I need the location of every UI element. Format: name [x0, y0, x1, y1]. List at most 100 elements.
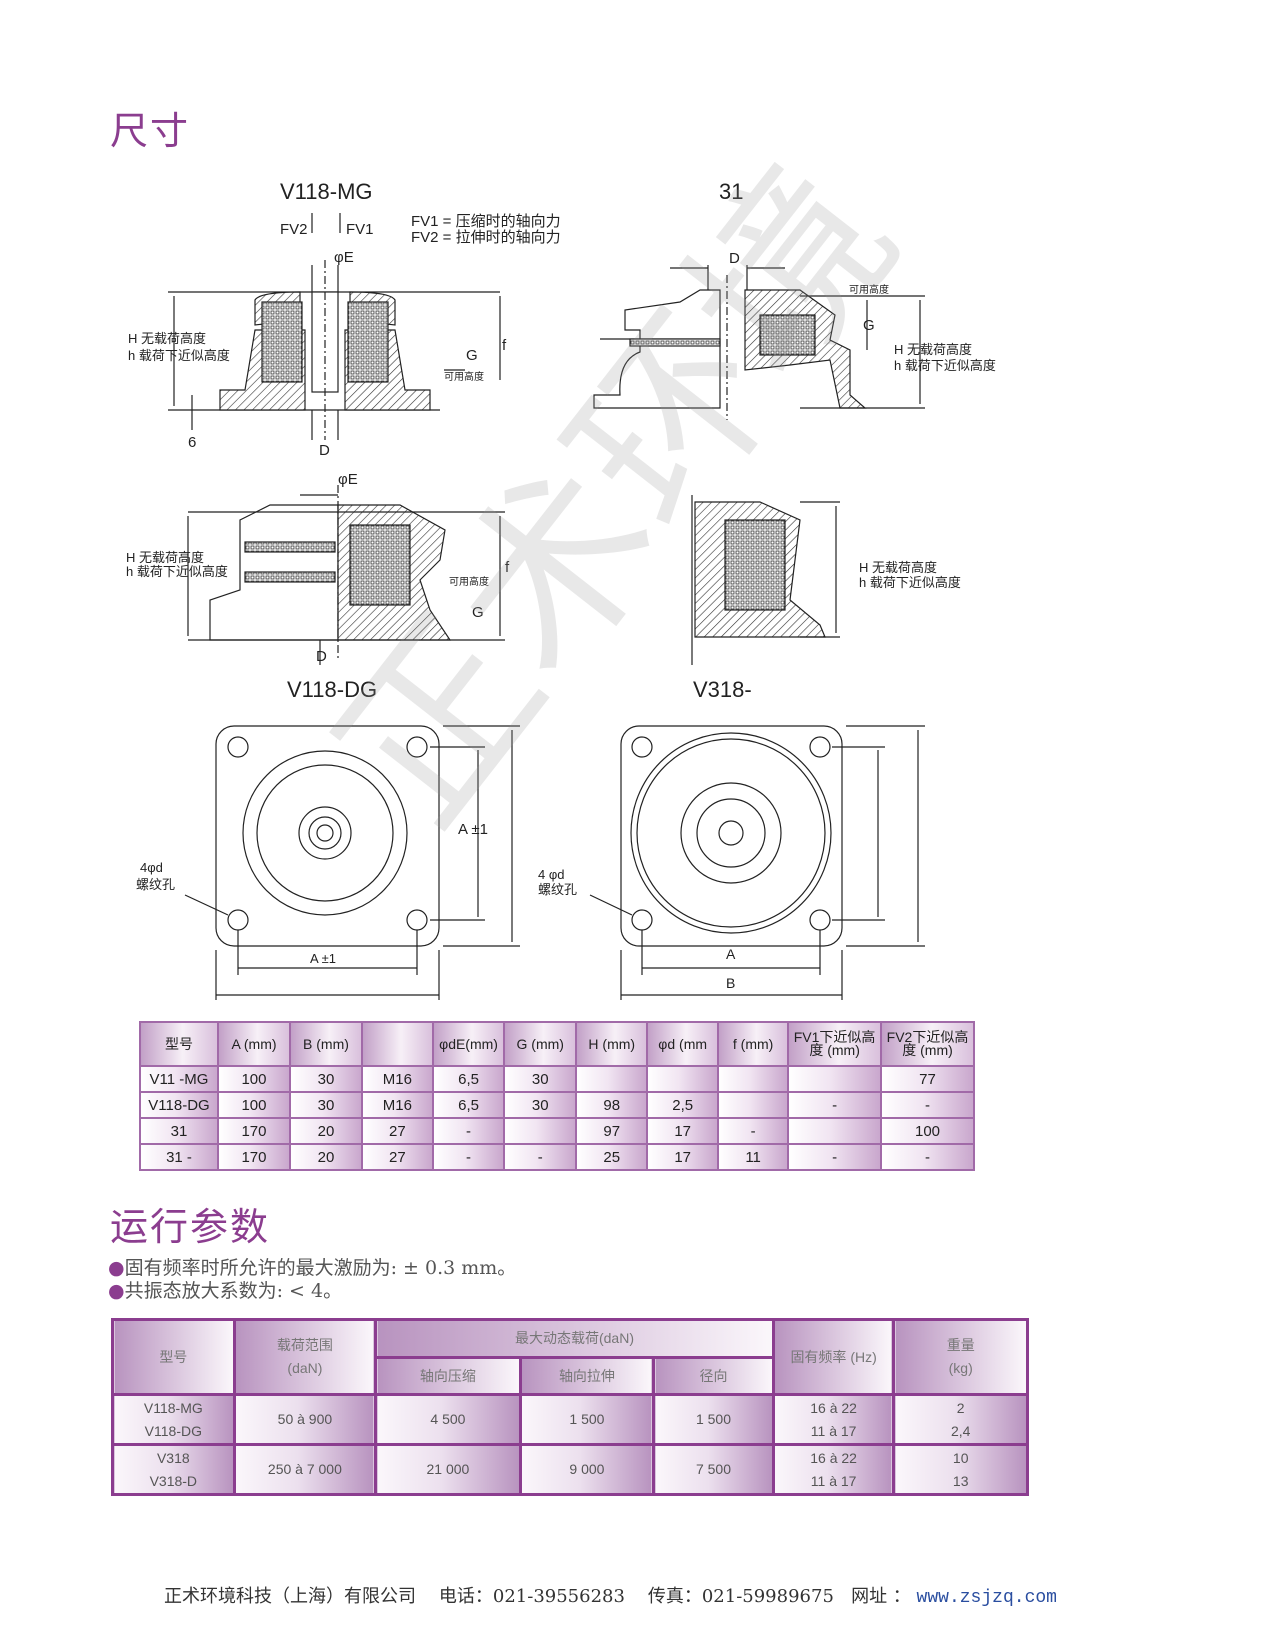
- table-cell: 6,5: [431, 1091, 506, 1119]
- cell-load: 50 à 900: [232, 1393, 378, 1446]
- label-4phid: 4φd: [140, 860, 163, 875]
- table-cell: 170: [217, 1143, 291, 1171]
- table-cell: 170: [217, 1117, 291, 1145]
- column-header: A (mm): [217, 1021, 291, 1067]
- label-A-pm1: A ±1: [458, 821, 488, 838]
- table-cell: [717, 1065, 790, 1093]
- label-D: D: [316, 648, 327, 665]
- operating-params-table: 型号 载荷范围(daN) 最大动态载荷(daN) 固有频率 (Hz) 重量(kg…: [111, 1318, 1029, 1496]
- table-cell: -: [717, 1117, 790, 1145]
- label-thread-hole: 螺纹孔: [136, 877, 175, 892]
- cell-radial: 7 500: [652, 1443, 775, 1496]
- v118-plan-view: [184, 725, 520, 1000]
- label-usable-height: 可用高度: [444, 370, 484, 383]
- section-title-dimensions: 尺寸: [110, 109, 191, 153]
- table-cell: M16: [360, 1091, 434, 1119]
- v118-dg-section-drawing: [187, 485, 505, 665]
- column-header: B (mm): [288, 1021, 363, 1067]
- footer-fax: 传真：021-59989675: [647, 1586, 834, 1607]
- bullet-item: ●固有频率时所允许的最大激励为: ± 0.3 mm。: [108, 1257, 517, 1279]
- label-f: f: [505, 559, 510, 576]
- r31-section-drawing: [593, 265, 925, 420]
- table-cell: 27: [360, 1117, 434, 1145]
- column-header: [360, 1021, 434, 1067]
- header-weight: 重量(kg): [892, 1318, 1029, 1396]
- label-G: G: [472, 604, 484, 621]
- table-cell: 100: [217, 1091, 291, 1119]
- table-cell: 20: [288, 1143, 363, 1171]
- table-cell: 100: [880, 1117, 975, 1145]
- table-cell: 31 -: [139, 1143, 219, 1171]
- header-axial-tension: 轴向拉伸: [518, 1356, 656, 1396]
- column-header: G (mm): [503, 1021, 578, 1067]
- column-header: H (mm): [575, 1021, 649, 1067]
- label-phiE: φE: [338, 471, 358, 488]
- label-A: A: [726, 946, 736, 962]
- cell-comp: 21 000: [374, 1443, 522, 1496]
- label-fv2: FV2: [280, 221, 308, 238]
- v318-plan-view: [589, 725, 925, 1000]
- table-cell: 30: [288, 1091, 363, 1119]
- label-phiE: φE: [334, 249, 354, 266]
- label-h: h 载荷下近似高度: [128, 348, 230, 363]
- bullet-item: ●共振态放大系数为: < 4。: [108, 1280, 343, 1302]
- legend-fv1: FV1 = 压缩时的轴向力: [411, 213, 561, 230]
- table-cell: 77: [880, 1065, 975, 1093]
- table-cell: [787, 1117, 883, 1145]
- header-max-dynamic-load: 最大动态载荷(daN): [374, 1318, 775, 1359]
- table-cell: 2,5: [646, 1091, 720, 1119]
- table-cell: 27: [360, 1143, 434, 1171]
- legend-fv2: FV2 = 拉伸时的轴向力: [411, 229, 561, 246]
- cell-tens: 1 500: [518, 1393, 656, 1446]
- label-G: G: [466, 347, 478, 364]
- table-cell: -: [787, 1091, 883, 1119]
- technical-drawings: V118-MG 31 FV2 FV1 FV1 = 压缩时的轴向力 FV2 = 拉…: [126, 179, 996, 1000]
- drawing-title-31: 31: [719, 179, 743, 204]
- table-cell: 30: [503, 1065, 578, 1093]
- label-H: H 无载荷高度: [126, 550, 204, 565]
- bullet-icon: ●: [108, 1280, 125, 1302]
- table-cell: 25: [575, 1143, 649, 1171]
- header-model: 型号: [111, 1318, 236, 1396]
- table-cell: -: [431, 1117, 506, 1145]
- label-G: G: [863, 317, 875, 334]
- table-cell: [503, 1117, 578, 1145]
- footer-url[interactable]: www.zsjzq.com: [916, 1588, 1057, 1608]
- table-cell: [646, 1065, 720, 1093]
- table-cell: V118-DG: [139, 1091, 219, 1119]
- label-D: D: [319, 442, 330, 459]
- label-H: H 无载荷高度: [128, 331, 206, 346]
- column-header: 型号: [139, 1021, 219, 1067]
- label-4phid: 4 φd: [538, 867, 565, 882]
- column-header: FV1下近似高度 (mm): [787, 1021, 883, 1067]
- column-header: φd (mm: [646, 1021, 720, 1067]
- cell-comp: 4 500: [374, 1393, 522, 1446]
- table-cell: 98: [575, 1091, 649, 1119]
- table-cell: -: [787, 1143, 883, 1171]
- footer-phone: 电话：021-39556283: [438, 1586, 625, 1607]
- table-cell: [787, 1065, 883, 1093]
- label-H: H 无载荷高度: [859, 560, 937, 575]
- table-cell: 100: [217, 1065, 291, 1093]
- table-cell: -: [503, 1143, 578, 1171]
- table-cell: 20: [288, 1117, 363, 1145]
- table-cell: -: [880, 1143, 975, 1171]
- table-cell: 30: [503, 1091, 578, 1119]
- table-cell: -: [880, 1091, 975, 1119]
- table-cell: -: [431, 1143, 506, 1171]
- footer-web-label: 网址 ：: [851, 1586, 911, 1607]
- label-A-pm1: A ±1: [310, 951, 336, 966]
- table-cell: [575, 1065, 649, 1093]
- column-header: FV2下近似高度 (mm): [880, 1021, 975, 1067]
- label-D: D: [729, 250, 740, 267]
- drawing-title-v318: V318-: [693, 677, 752, 702]
